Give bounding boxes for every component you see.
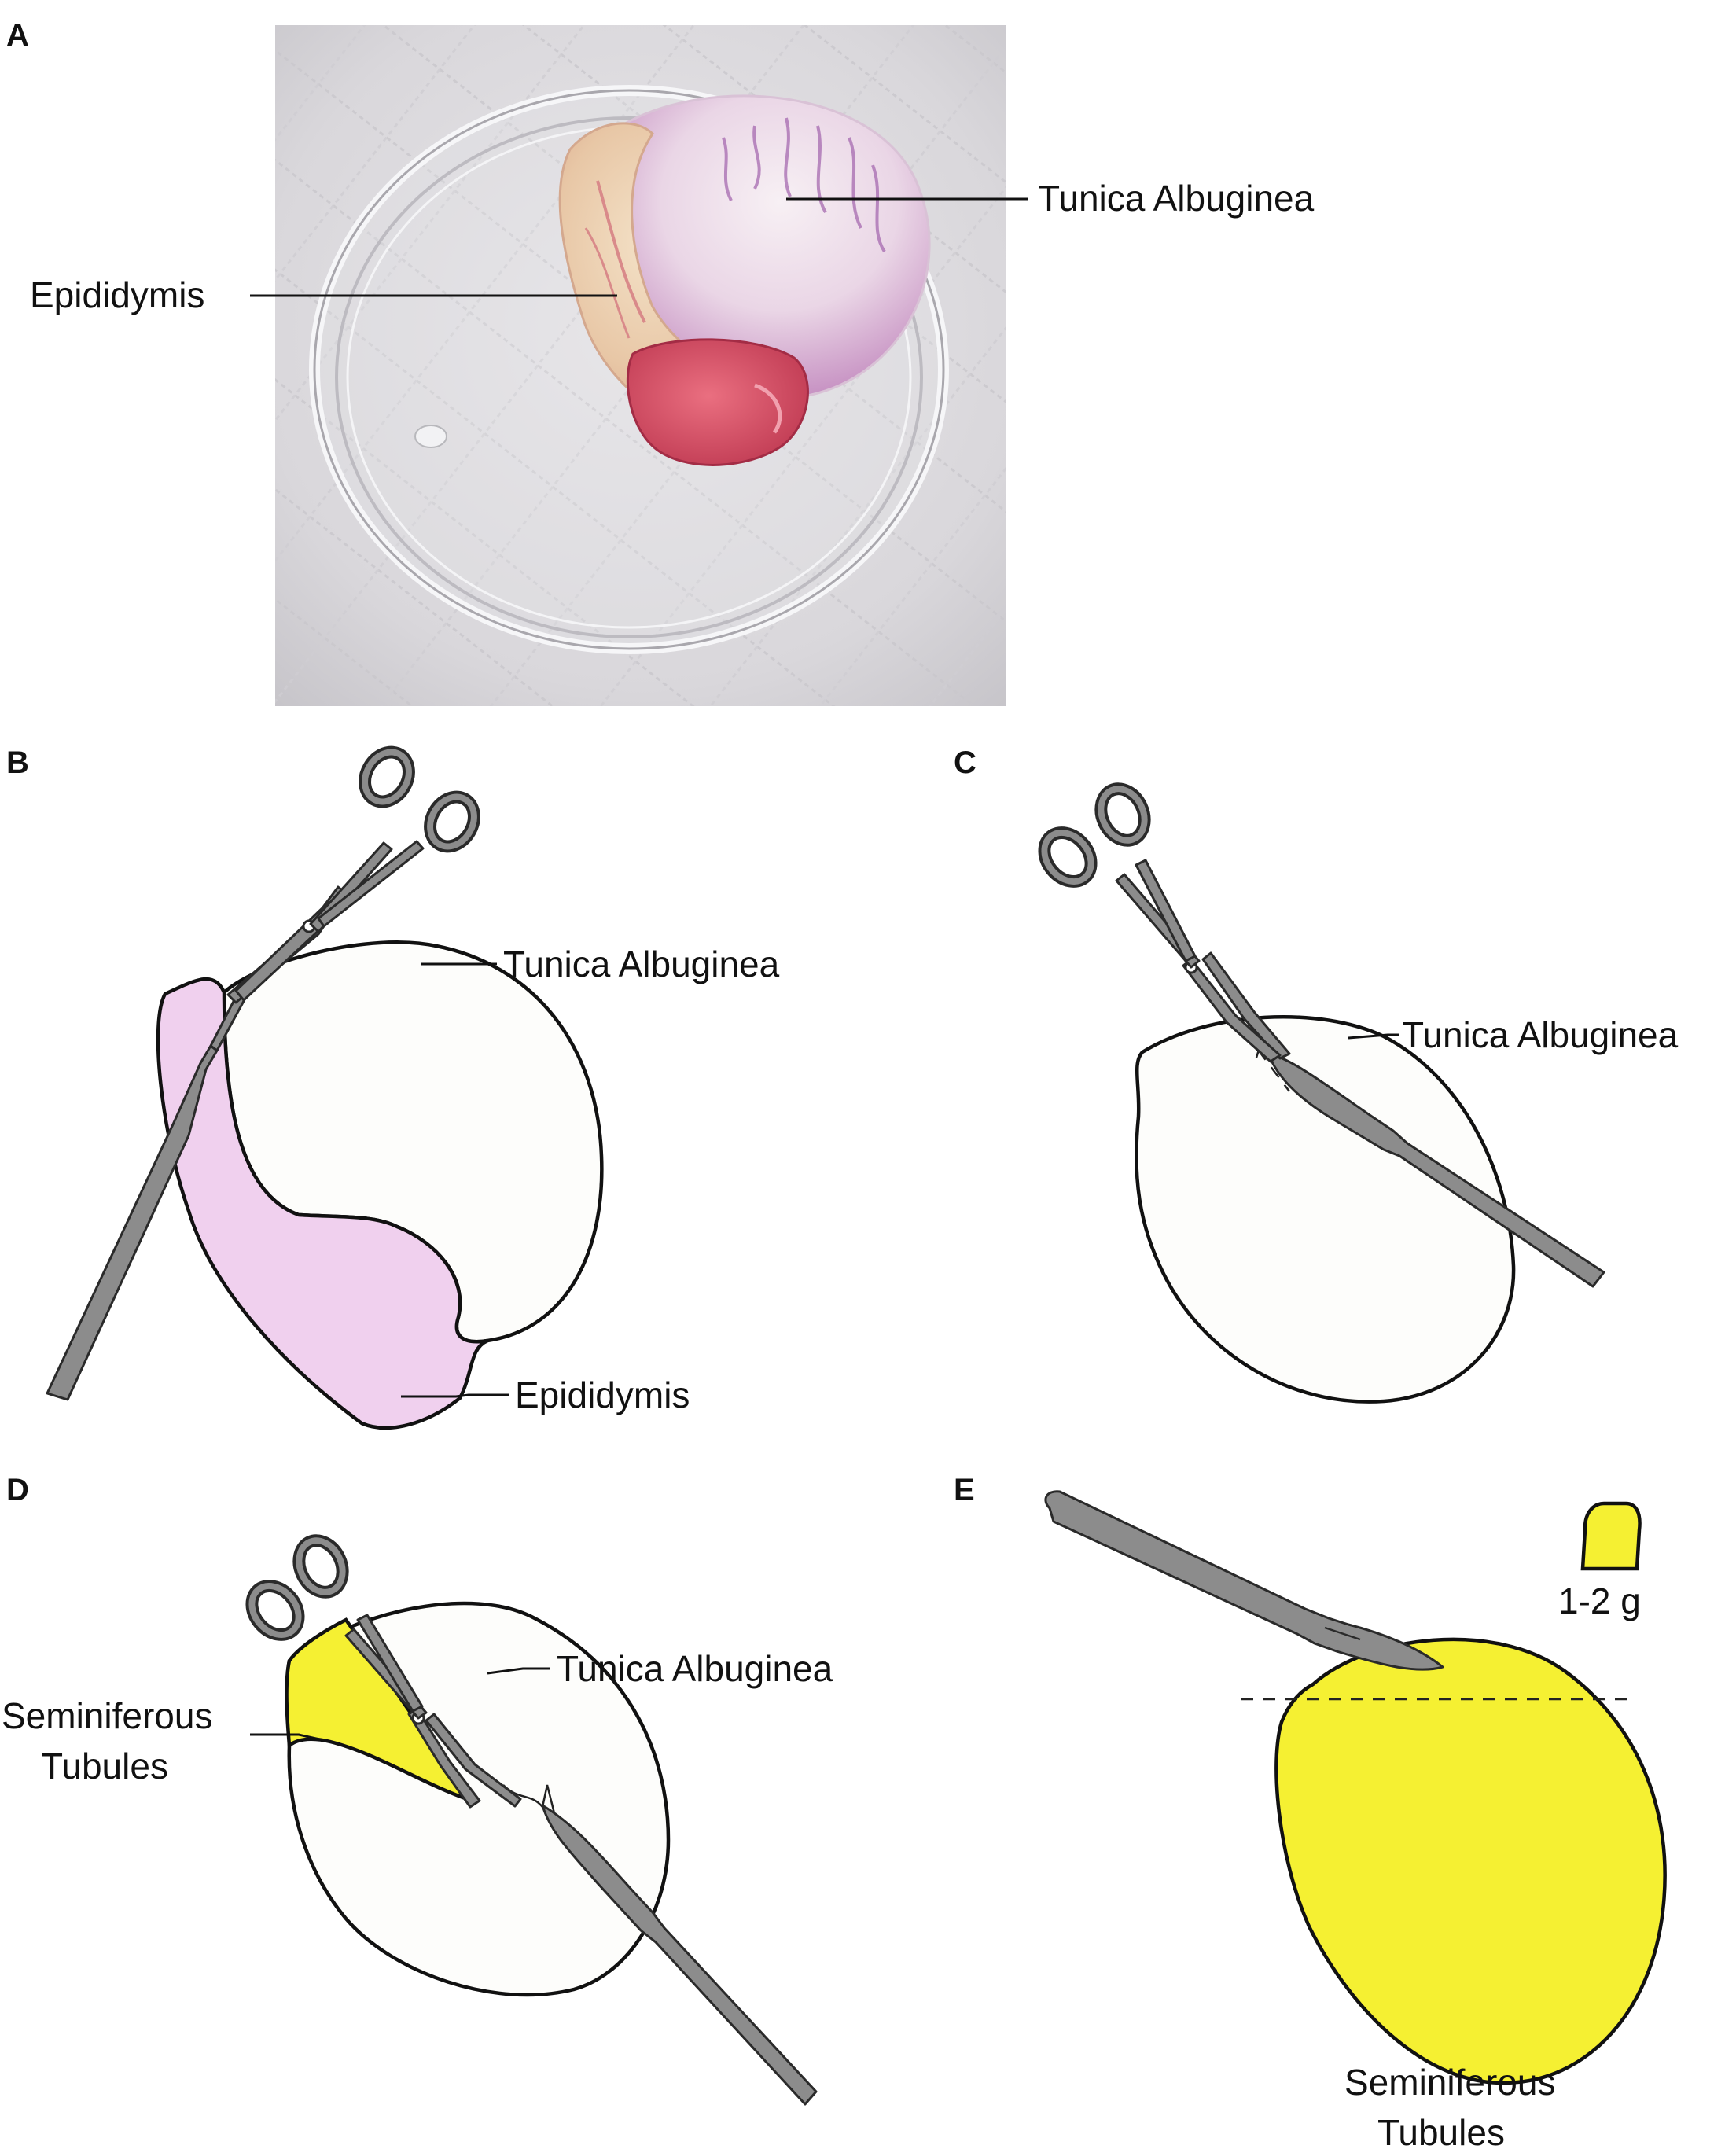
surgical-scissors-icon [245,1534,522,1809]
panel-d-letter: D [6,1473,29,1507]
panel-b-epididymis-leader [401,1393,509,1398]
surgical-scissors-icon [1038,782,1291,1063]
panel-c-letter: C [954,745,977,780]
panel-b-letter: B [6,745,29,780]
panel-e-mass-label: 1-2 g [1558,1580,1641,1621]
panel-d-tubules-leader [250,1733,331,1743]
panel-e-tubules-label-line1: Seminiferous [1344,2062,1555,2103]
panel-a-photo [275,25,1006,706]
photo-tunica-label: Tunica Albuginea [1038,178,1315,219]
panel-d-drawing [245,1534,818,2106]
panel-d-tunica-label: Tunica Albuginea [557,1648,833,1689]
photo-epididymis-label: Epididymis [30,274,204,315]
sample-piece-icon [1580,1501,1642,1571]
panel-e-tubules-mass [1274,1637,1667,2085]
scalpel-icon [1044,1490,1444,1671]
panel-c-drawing [1038,782,1605,1404]
photo-testis [595,94,931,401]
panel-b-epididymis-label: Epididymis [515,1374,690,1415]
panel-c-tunica-label: Tunica Albuginea [1402,1014,1679,1055]
panel-e-letter: E [954,1473,975,1507]
panel-d-tubules-label-line2: Tubules [41,1746,168,1787]
panel-e-tubules-label-line2: Tubules [1377,2112,1505,2149]
panel-b-tunica-label: Tunica Albuginea [503,944,780,984]
panel-b-epididymis [156,977,489,1430]
scalpel-icon [541,1804,818,2106]
panel-b-drawing [46,745,604,1430]
surgical-scissors-icon [226,745,480,1004]
panel-d-tubules-label-line1: Seminiferous [2,1695,212,1736]
panel-c-testis [1135,1014,1516,1404]
panel-c-incision-line [1257,1049,1290,1092]
scalpel-icon [46,986,250,1401]
scalpel-icon [1267,1052,1605,1288]
photo-spermatic-cord [626,338,809,466]
panel-a-letter: A [6,18,29,53]
panel-e-drawing [1044,1490,1667,2085]
panel-c-tunica-leader [1348,1033,1399,1040]
panel-d-tunica-leader [487,1667,550,1675]
panel-d-exposed-tubules [285,1617,476,1805]
